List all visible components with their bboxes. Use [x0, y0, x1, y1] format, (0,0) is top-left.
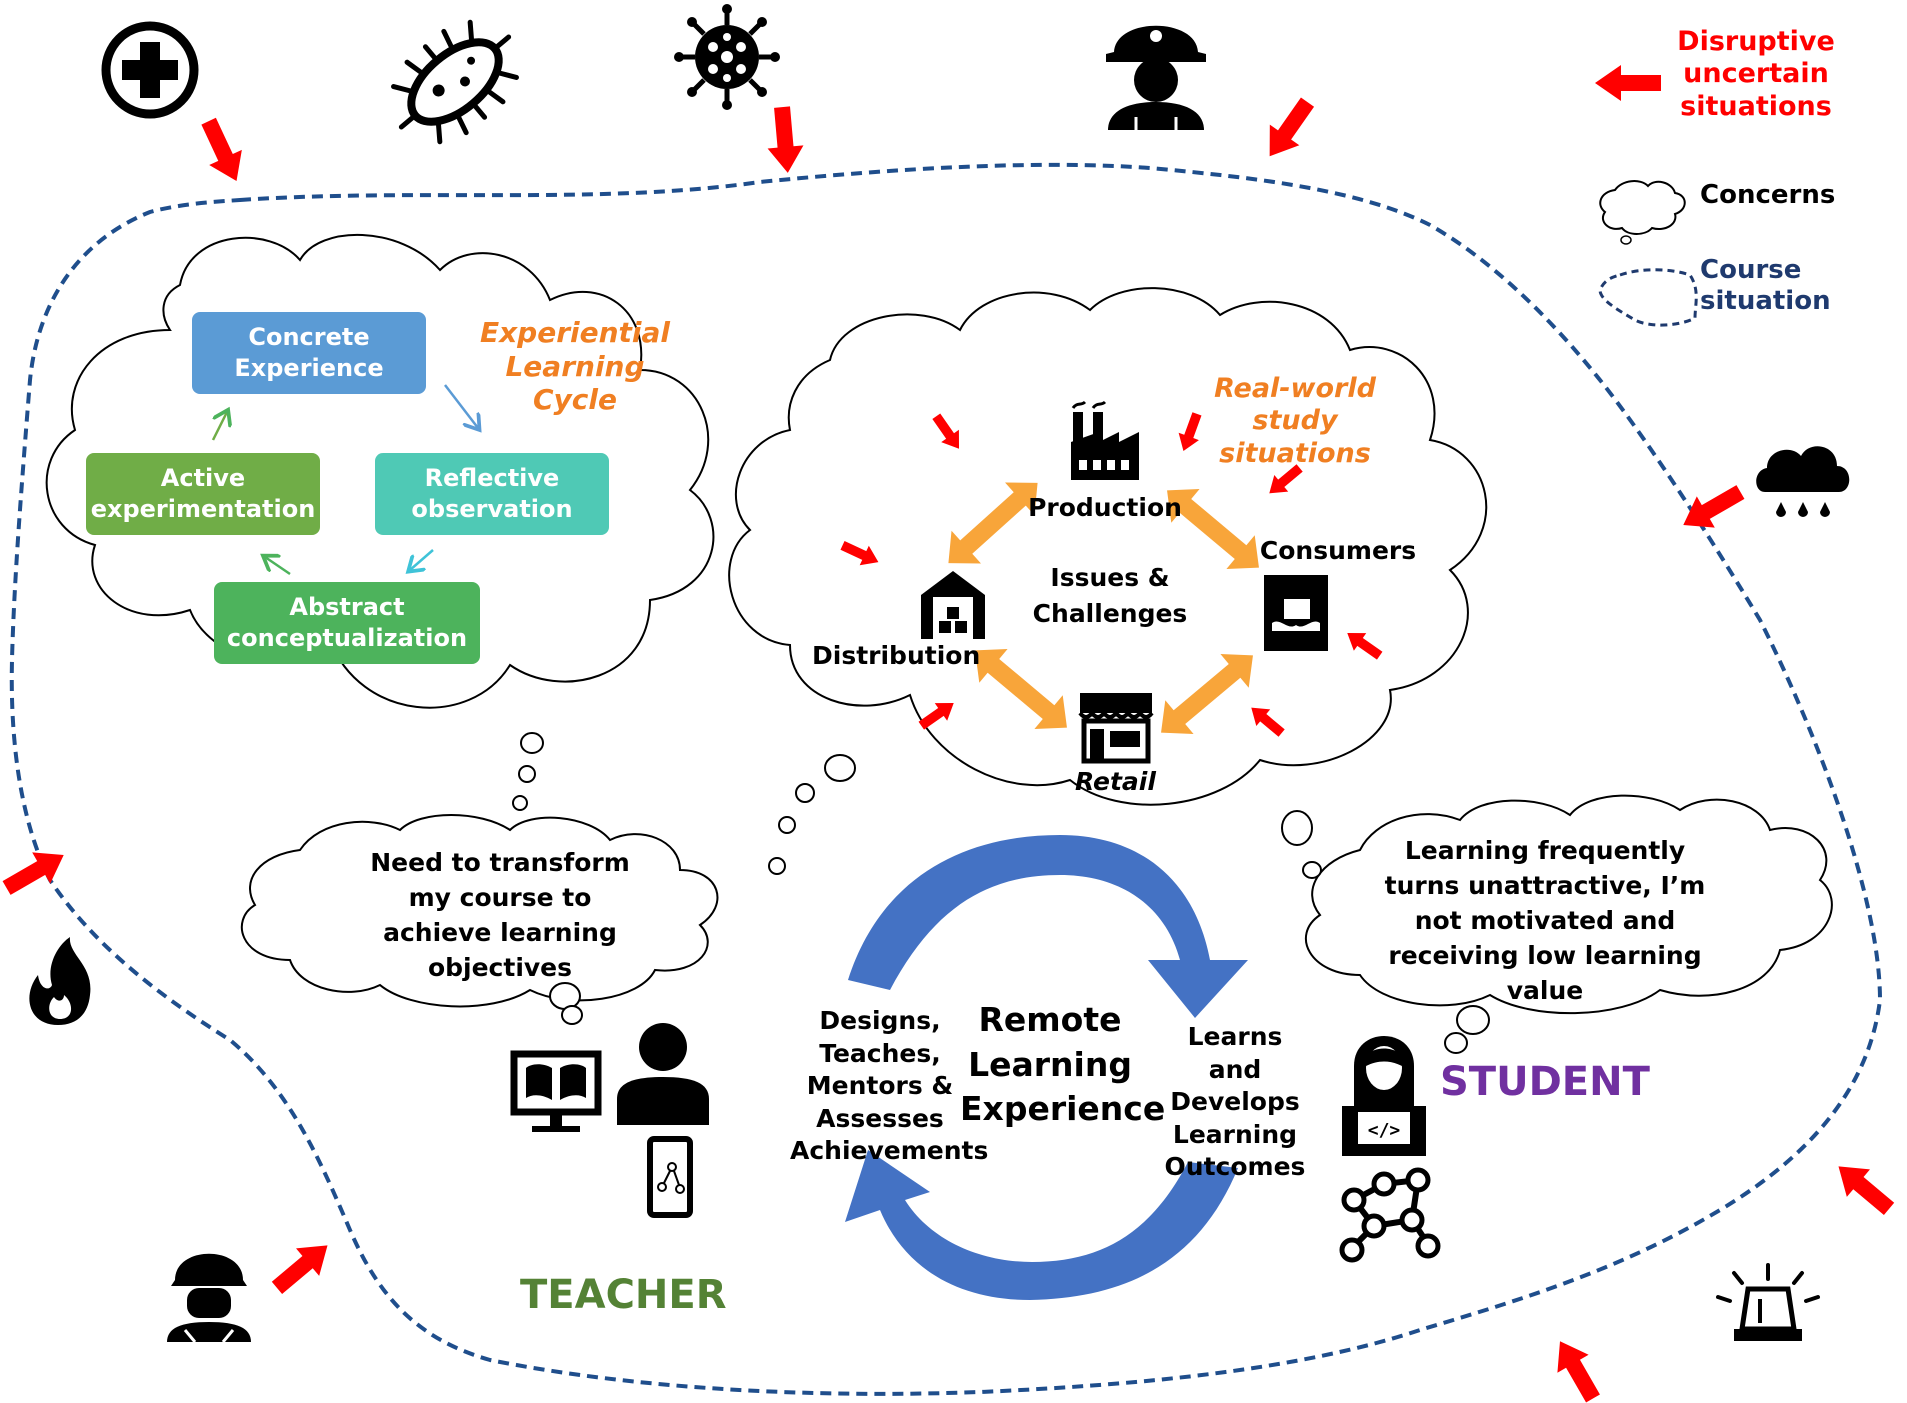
fire-icon — [29, 937, 91, 1025]
distribution-label: Distribution — [812, 641, 981, 670]
network-icon — [1339, 1167, 1441, 1263]
svg-text:</>: </> — [1368, 1120, 1401, 1141]
elc-title: Experiential Learning Cycle — [479, 316, 671, 417]
firefighter-icon — [1106, 25, 1206, 130]
elc-active-experimentation: Active experimentation — [86, 453, 320, 535]
retail-consumers-arrow — [1161, 654, 1253, 734]
consumers-label: Consumers — [1259, 536, 1417, 565]
retail-label: Retail — [1075, 767, 1156, 796]
cycle-arrow-bottom — [845, 1150, 1238, 1300]
medical-cross-icon — [101, 21, 199, 119]
production-label: Production — [1028, 493, 1182, 522]
teacher-thought-text: Need to transform my course to achieve l… — [370, 848, 630, 982]
elc-abstract-conceptualization: Abstract conceptualization — [214, 582, 480, 664]
issues-challenges-label: Issues & Challenges — [1032, 563, 1188, 629]
disruption-arrow — [1674, 476, 1750, 541]
teacher-label: TEACHER — [520, 1272, 727, 1318]
elc-concrete-experience: Concrete Experience — [192, 312, 426, 394]
disruption-arrow — [1826, 1152, 1901, 1223]
student-thought-cloud — [1304, 794, 1833, 1015]
teacher-actions: Designs, Teaches, Mentors & Assesses Ach… — [790, 1006, 989, 1165]
person-icon — [617, 1023, 709, 1125]
virus-icon — [674, 4, 780, 110]
legend-course-icon — [1598, 268, 1698, 327]
soldier-icon — [167, 1253, 251, 1343]
production-consumers-arrow — [1167, 489, 1259, 569]
student-actions: Learns and Develops Learning Outcomes — [1164, 1022, 1306, 1181]
smartphone-icon — [647, 1136, 693, 1218]
disruption-arrow — [192, 113, 253, 189]
cycle-arrow-top — [848, 835, 1248, 1018]
course-situation-border — [9, 162, 1883, 1396]
production-distribution-arrow — [948, 482, 1038, 564]
legend-concerns-icon — [1599, 180, 1686, 235]
legend-disruptive-icon — [1595, 65, 1661, 101]
legend-concerns-label: Concerns — [1700, 180, 1836, 210]
warehouse-icon — [921, 571, 985, 639]
bacteria-icon — [391, 19, 519, 145]
realworld-title: Real-world study situations — [1214, 373, 1376, 469]
student-coder-icon: </> — [1342, 1036, 1426, 1156]
disruption-arrow — [764, 105, 806, 175]
alarm-siren-icon — [1716, 1263, 1820, 1341]
legend-disruptive-label: Disruptive uncertain situations — [1677, 26, 1835, 122]
student-label: STUDENT — [1440, 1059, 1650, 1105]
consumer-box-icon — [1264, 575, 1328, 651]
factory-icon — [1071, 400, 1139, 480]
distribution-retail-arrow — [975, 649, 1067, 729]
disruption-arrow — [1544, 1332, 1609, 1403]
center-title: Remote Learning Experience — [960, 1000, 1166, 1129]
store-icon — [1078, 693, 1154, 764]
realworld-thought-cloud — [728, 287, 1488, 806]
legend-course-label: Course situation — [1700, 255, 1831, 317]
disruption-arrow — [1254, 91, 1323, 167]
computer-book-icon — [510, 1050, 602, 1132]
teacher-thought-cloud — [240, 814, 719, 1008]
disruption-arrow — [265, 1231, 340, 1302]
student-thought-text: Learning frequently turns unattractive, … — [1384, 836, 1706, 1005]
elc-reflective-observation: Reflective observation — [375, 453, 609, 535]
rain-cloud-icon — [1756, 446, 1850, 517]
